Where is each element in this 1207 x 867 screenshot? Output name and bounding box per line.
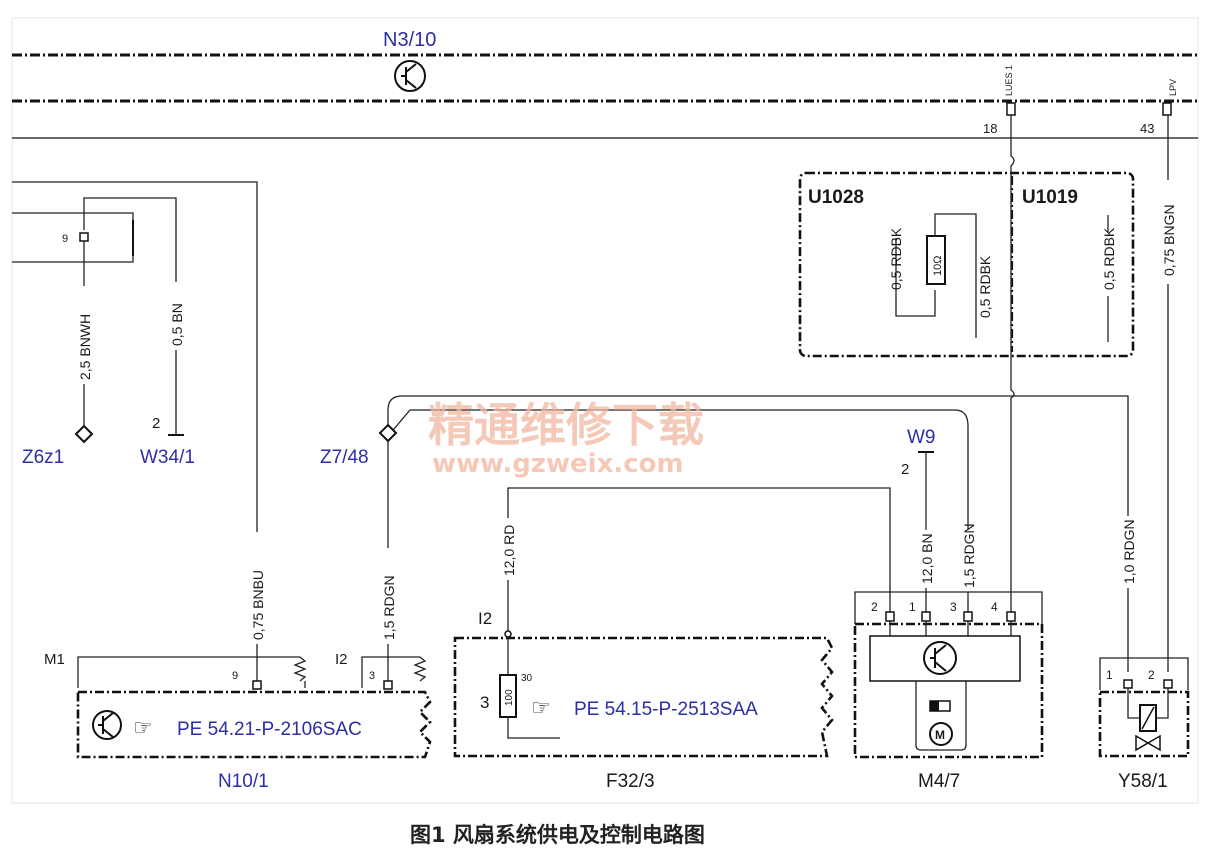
wire-bn12-label: 12,0 BN xyxy=(919,533,935,584)
fuse-wire-bottom xyxy=(507,717,560,739)
u1028-label: U1028 xyxy=(808,187,864,208)
i2-left-label: I2 xyxy=(335,651,348,668)
wire-rdbk-label-1: 0,5 RDBK xyxy=(888,227,904,290)
resistor-label: 10Ω xyxy=(932,256,944,276)
i2-f32-terminal-icon xyxy=(504,630,512,638)
wire-bnbu-top xyxy=(12,181,258,532)
wire-rdgn-outer xyxy=(387,395,1129,488)
u1028-u1019-box xyxy=(798,171,1135,358)
m47-pin-2-connector-icon xyxy=(885,611,895,622)
z7-48-label: Z7/48 xyxy=(320,447,369,468)
i2-left-bracket xyxy=(361,656,420,688)
fuse-value-label: 100 xyxy=(504,689,515,706)
pin-9-top-label: 9 xyxy=(62,233,68,245)
m47-switch-fill xyxy=(930,701,939,711)
m47-pin-2-label: 2 xyxy=(871,600,878,614)
n10-pe-label: PE 54.21-P-2106SAC xyxy=(177,719,362,740)
wire-bn-top xyxy=(83,197,177,282)
m47-pin-3-label: 3 xyxy=(950,600,957,614)
wire-rdgn10-label: 1,0 RDGN xyxy=(1121,519,1137,584)
motor-label: M xyxy=(935,728,945,742)
y58-pin-2-label: 2 xyxy=(1148,668,1155,682)
transistor-icon xyxy=(394,60,426,92)
y58-inner-wires xyxy=(1127,688,1169,719)
n10-pin-3-connector-icon xyxy=(383,680,393,690)
watermark-cn: 精通维修下载 xyxy=(428,398,704,452)
lues-label: LUES 1 xyxy=(1004,65,1014,96)
z6z1-label: Z6z1 xyxy=(22,447,64,468)
n10-1-label: N10/1 xyxy=(218,771,269,792)
m47-pin-4-connector-icon xyxy=(1006,611,1016,622)
m47-bracket xyxy=(854,591,1043,624)
w34-pin-label: 2 xyxy=(152,415,160,432)
wire-rd12-top xyxy=(507,487,891,612)
i2-f32-label: I2 xyxy=(478,609,492,628)
z6z1-node-icon xyxy=(74,424,94,444)
m47-pin-1-connector-icon xyxy=(921,611,931,622)
m47-pin-1-label: 1 xyxy=(909,600,916,614)
n10-1-box xyxy=(76,690,432,759)
m4-7-box xyxy=(853,622,1044,759)
wire-rdgn15a-label: 1,5 RDGN xyxy=(381,575,397,640)
pin-9-connector-icon xyxy=(79,232,89,242)
m47-motor-loop xyxy=(915,681,967,751)
y58-pin-1-connector-icon xyxy=(1123,679,1133,689)
n10-pin-3-label: 3 xyxy=(369,670,375,682)
wire-rd12-label: 12,0 RD xyxy=(501,525,517,576)
wire-rdgn-inner xyxy=(387,409,969,488)
motor-icon xyxy=(929,722,953,746)
f32-pointer-icon: ☞ xyxy=(531,695,551,720)
i2-left-spring-icon xyxy=(413,656,427,682)
lues-connector-icon xyxy=(1006,102,1016,116)
n10-transistor-icon xyxy=(92,710,122,740)
diagram-border xyxy=(11,17,1199,804)
f32-3-box xyxy=(453,636,834,758)
y58-pin-1-label: 1 xyxy=(1106,668,1113,682)
resistor-icon xyxy=(926,235,946,285)
m4-7-label: M4/7 xyxy=(918,771,960,792)
pin-3-f32-label: 3 xyxy=(480,693,489,712)
m1-spring-icon xyxy=(293,656,307,682)
z7-48-node-icon xyxy=(378,423,398,443)
wire-bngn-label: 0,75 BNGN xyxy=(1161,204,1177,276)
m47-pin-4-label: 4 xyxy=(991,600,998,614)
wire-rdgn15b-label: 1,5 RDGN xyxy=(961,523,977,588)
valve-icon xyxy=(1135,734,1161,752)
y58-1-label: Y58/1 xyxy=(1118,771,1168,792)
wire-rdbk-left xyxy=(895,238,936,317)
lpv-connector-icon xyxy=(1162,102,1172,116)
pin-18-label: 18 xyxy=(983,121,997,136)
y58-bracket xyxy=(1099,657,1189,690)
m47-pin-3-connector-icon xyxy=(963,611,973,622)
left-connector-block xyxy=(12,212,134,263)
n10-pin-9-label: 9 xyxy=(232,670,238,682)
u1019-label: U1019 xyxy=(1022,187,1078,208)
watermark-url: www.gzweix.com xyxy=(432,449,684,479)
w9-label: W9 xyxy=(907,427,936,448)
y58-pin-2-connector-icon xyxy=(1163,679,1173,689)
solenoid-coil-diagonal xyxy=(1141,706,1155,730)
w9-pin-label: 2 xyxy=(901,461,909,478)
wire-bnwh-label: 2,5 BNWH xyxy=(77,314,93,380)
f32-pe-label: PE 54.15-P-2513SAA xyxy=(574,699,758,720)
n3-10-label: N3/10 xyxy=(383,29,436,51)
m1-bracket xyxy=(77,656,300,688)
w34-1-label: W34/1 xyxy=(140,447,195,468)
n10-pin-9-connector-icon xyxy=(252,680,262,690)
f32-3-label: F32/3 xyxy=(606,771,655,792)
wire-bn-label: 0,5 BN xyxy=(169,303,185,346)
pin-30-label: 30 xyxy=(521,673,533,684)
m47-transistor-icon xyxy=(923,641,957,675)
m1-label: M1 xyxy=(44,651,65,668)
wire-bnbu-label: 0,75 BNBU xyxy=(250,570,266,640)
n10-pointer-icon: ☞ xyxy=(133,715,153,740)
wire-rdbk-label-3: 0,5 RDBK xyxy=(1101,227,1117,290)
m47-pin-wires xyxy=(889,621,1012,636)
wire-rdbk-label-2: 0,5 RDBK xyxy=(977,255,993,318)
pin-43-label: 43 xyxy=(1140,121,1154,136)
y58-1-box xyxy=(1098,690,1190,758)
figure-caption: 图1 风扇系统供电及控制电路图 xyxy=(410,823,705,847)
lpv-label: LPV xyxy=(1168,79,1178,96)
